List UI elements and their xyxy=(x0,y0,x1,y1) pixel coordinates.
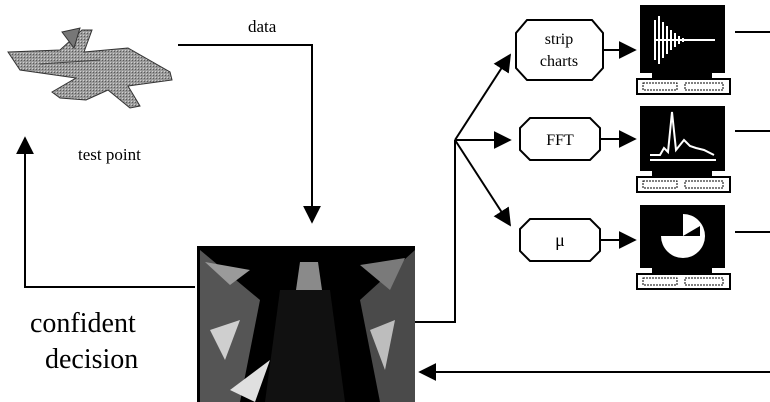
data-label: data xyxy=(248,17,277,36)
strip-label: strip xyxy=(545,31,573,48)
branch-arrow-strip xyxy=(454,53,511,141)
test-point-label: test point xyxy=(78,145,141,164)
strip-charts-box: strip charts xyxy=(515,19,604,81)
fft-label: FFT xyxy=(546,132,574,149)
decision-label: decision xyxy=(45,344,138,375)
jet-aircraft-icon xyxy=(7,27,173,109)
mu-box: μ xyxy=(519,218,601,262)
decision-feedback-arrow xyxy=(15,136,195,288)
fft-box: FFT xyxy=(519,117,601,161)
pie-chart-monitor-icon xyxy=(636,205,731,290)
spectrum-monitor-icon xyxy=(636,106,731,193)
output-trunk xyxy=(415,140,456,323)
confident-label: confident xyxy=(30,308,136,339)
tunnel-visualization-image xyxy=(197,246,415,402)
branch-arrow-mu xyxy=(454,139,511,227)
charts-label: charts xyxy=(540,53,578,70)
data-arrow xyxy=(178,44,321,224)
waveform-monitor-icon xyxy=(636,5,731,95)
mu-label: μ xyxy=(555,230,565,250)
